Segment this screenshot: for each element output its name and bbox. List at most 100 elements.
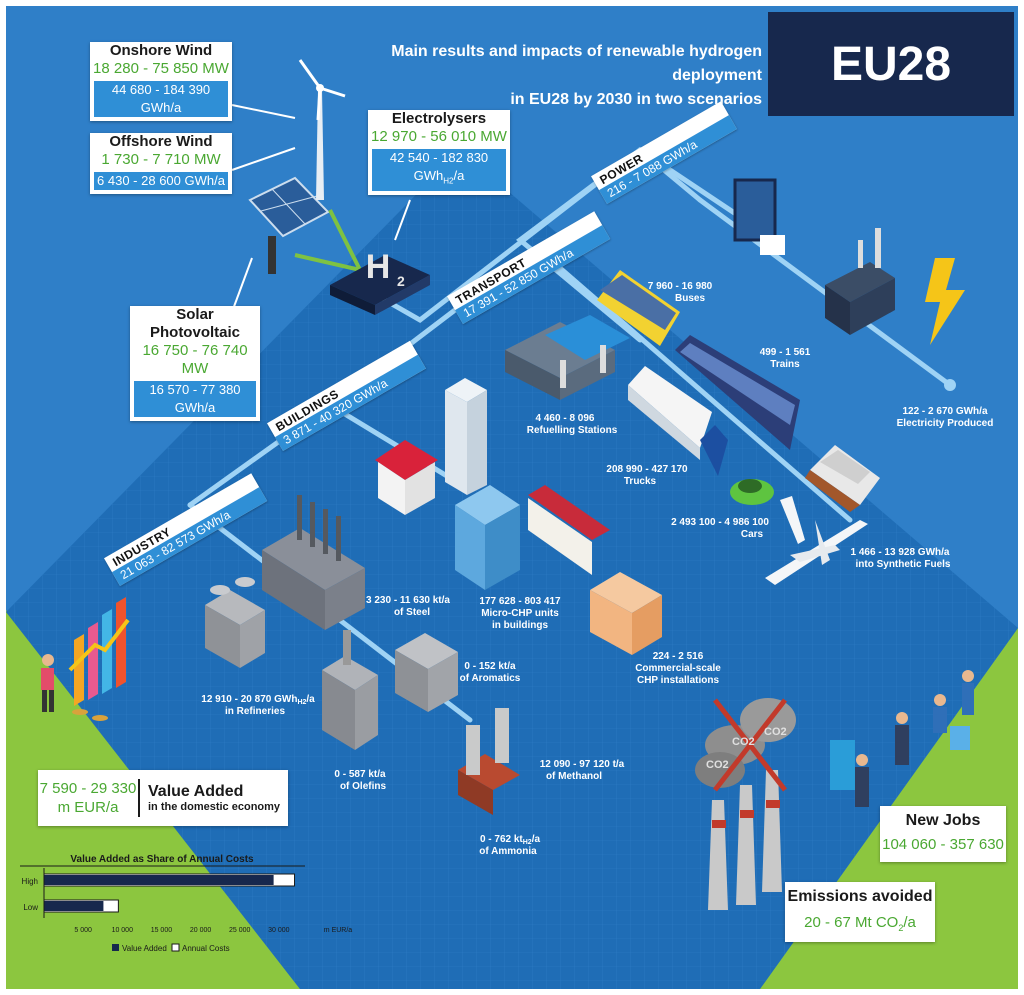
offshore-wind-capacity: 1 730 - 7 710 MW: [101, 151, 221, 168]
lightning-icon: [925, 258, 965, 345]
refuelling-station-icon: [505, 315, 630, 400]
category-label: High: [22, 877, 38, 886]
aromatics-name: of Aromatics: [460, 673, 521, 684]
commchp-value: 224 - 2 516: [653, 651, 704, 662]
category-label: Low: [23, 903, 38, 912]
cars-name: Cars: [741, 529, 764, 540]
glass-office-icon: [455, 485, 520, 590]
x-tick-label: 20 000: [190, 927, 212, 934]
aromatics-plant-icon: [395, 633, 458, 712]
aromatics-value: 0 - 152 kt/a: [464, 661, 516, 672]
ammonia-name: of Ammonia: [479, 846, 537, 857]
value-added-chart: Value Added as Share of Annual Costs Hig…: [20, 854, 353, 953]
microchp-name2: in buildings: [492, 620, 549, 631]
onshore-wind-card: Onshore Wind 18 280 - 75 850 MW 44 680 -…: [90, 42, 232, 121]
solar-pv-card: Solar Photovoltaic 16 750 - 76 740 MW 16…: [130, 306, 260, 421]
electrolyser-unit-icon: [733, 178, 785, 255]
chart-title: Value Added as Share of Annual Costs: [70, 854, 254, 865]
value-added-title: Value Added: [148, 783, 244, 800]
ammonia-value: 0 - 762 ktH2/a: [480, 834, 541, 846]
refineries-name: in Refineries: [225, 706, 285, 717]
trains-name: Trains: [770, 359, 800, 370]
electrolysers-capacity: 12 970 - 56 010 MW: [371, 128, 507, 145]
region-badge: EU28: [768, 12, 1014, 116]
title-line-2: in EU28 by 2030 in two scenarios: [510, 91, 762, 108]
value-added-range: 7 590 - 29 330: [39, 780, 137, 797]
commercial-building-icon: [590, 572, 662, 655]
refuelling-name: Refuelling Stations: [527, 425, 618, 436]
new-jobs-title: New Jobs: [905, 812, 981, 829]
buses-name: Buses: [675, 293, 705, 304]
house-icon: [375, 440, 438, 515]
value-added-bar: [44, 875, 274, 885]
ship-icon: [805, 445, 880, 512]
apartment-tower-icon: [445, 378, 487, 495]
offshore-wind-card: Offshore Wind 1 730 - 7 710 MW 6 430 - 2…: [90, 133, 232, 194]
solar-pv-generation: 16 570 - 77 380 GWh/a: [134, 381, 256, 417]
co2-label: CO2: [764, 726, 787, 738]
steel-value: 3 230 - 11 630 kt/a: [366, 595, 450, 606]
svg-text:2: 2: [397, 273, 405, 289]
onshore-wind-capacity: 18 280 - 75 850 MW: [93, 60, 229, 77]
trucks-value: 208 990 - 427 170: [606, 464, 688, 475]
x-tick-label: 10 000: [112, 927, 134, 934]
wind-turbine-icon: [298, 59, 346, 200]
offshore-wind-generation: 6 430 - 28 600 GWh/a: [94, 172, 228, 190]
co2-crossed-icon: CO2 CO2 CO2: [706, 698, 787, 792]
x-tick-label: 15 000: [151, 927, 173, 934]
electricity-node: [944, 379, 956, 391]
value-added-bar: [44, 901, 104, 911]
title-line-1: Main results and impacts of renewable hy…: [391, 43, 762, 84]
cars-value: 2 493 100 - 4 986 100: [671, 517, 769, 528]
ammonia-plant-icon: [458, 708, 520, 815]
microchp-value: 177 628 - 803 417: [479, 596, 561, 607]
growth-chart-icon: [41, 597, 130, 721]
emissions-title: Emissions avoided: [787, 888, 933, 905]
co2-label: CO2: [732, 736, 755, 748]
commchp-name: Commercial-scale: [635, 663, 721, 674]
olefins-plant-icon: [322, 630, 378, 750]
trains-value: 499 - 1 561: [760, 347, 811, 358]
refinery-icon: [205, 577, 265, 668]
buses-value: 7 960 - 16 980: [648, 281, 713, 292]
electrolysers-generation: 42 540 - 182 830 GWhH2/a: [372, 149, 506, 191]
synfuels-value: 1 466 - 13 928 GWh/a: [851, 547, 950, 558]
svg-text:H: H: [366, 248, 391, 286]
methanol-value: 12 090 - 97 120 t/a: [540, 759, 625, 770]
new-jobs-value: 104 060 - 357 630: [882, 836, 1004, 853]
commchp-name2: CHP installations: [637, 675, 719, 686]
x-tick-label: 30 000: [268, 927, 290, 934]
bus-icon: [597, 270, 680, 346]
x-tick-label: 25 000: [229, 927, 251, 934]
solar-panel-icon: [248, 176, 330, 274]
emissions-value: 20 - 67 Mt CO2/a: [804, 914, 916, 933]
electrolysers-title: Electrolysers: [391, 110, 487, 127]
value-added-card: 7 590 - 29 330 m EUR/a Value Added in th…: [38, 770, 288, 826]
new-jobs-card: New Jobs 104 060 - 357 630: [880, 806, 1006, 862]
result-labels: 7 960 - 16 980 Buses 499 - 1 561 Trains …: [225, 281, 993, 857]
airplane-icon: [765, 496, 868, 585]
value-added-subtitle: in the domestic economy: [148, 801, 281, 813]
legend-swatch-value-added: [112, 944, 119, 951]
card-pointers: [231, 104, 411, 313]
steel-plant-icon: [262, 495, 365, 630]
power-plant-icon: [825, 228, 895, 335]
row-house-icon: [528, 485, 610, 575]
onshore-wind-title: Onshore Wind: [109, 42, 213, 59]
offshore-wind-title: Offshore Wind: [109, 133, 213, 150]
onshore-wind-generation: 44 680 - 184 390 GWh/a: [94, 81, 228, 117]
car-icon: [730, 479, 774, 505]
legend-label-annual-costs: Annual Costs: [182, 944, 230, 953]
methanol-name: of Methanol: [546, 771, 602, 782]
train-icon: [675, 335, 800, 450]
value-added-unit: m EUR/a: [57, 799, 119, 816]
h2-platform-icon: H 2: [330, 248, 430, 315]
workers-icon: [830, 670, 974, 807]
x-tick-label: 5 000: [74, 927, 92, 934]
x-axis-label: m EUR/a: [324, 927, 353, 934]
refuelling-value: 4 460 - 8 096: [536, 413, 595, 424]
refineries-value: 12 910 - 20 870 GWhH2/a: [201, 694, 315, 706]
page-title: Main results and impacts of renewable hy…: [300, 40, 762, 112]
value-added-range-block: 7 590 - 29 330 m EUR/a: [38, 779, 140, 817]
olefins-name: of Olefins: [340, 781, 387, 792]
